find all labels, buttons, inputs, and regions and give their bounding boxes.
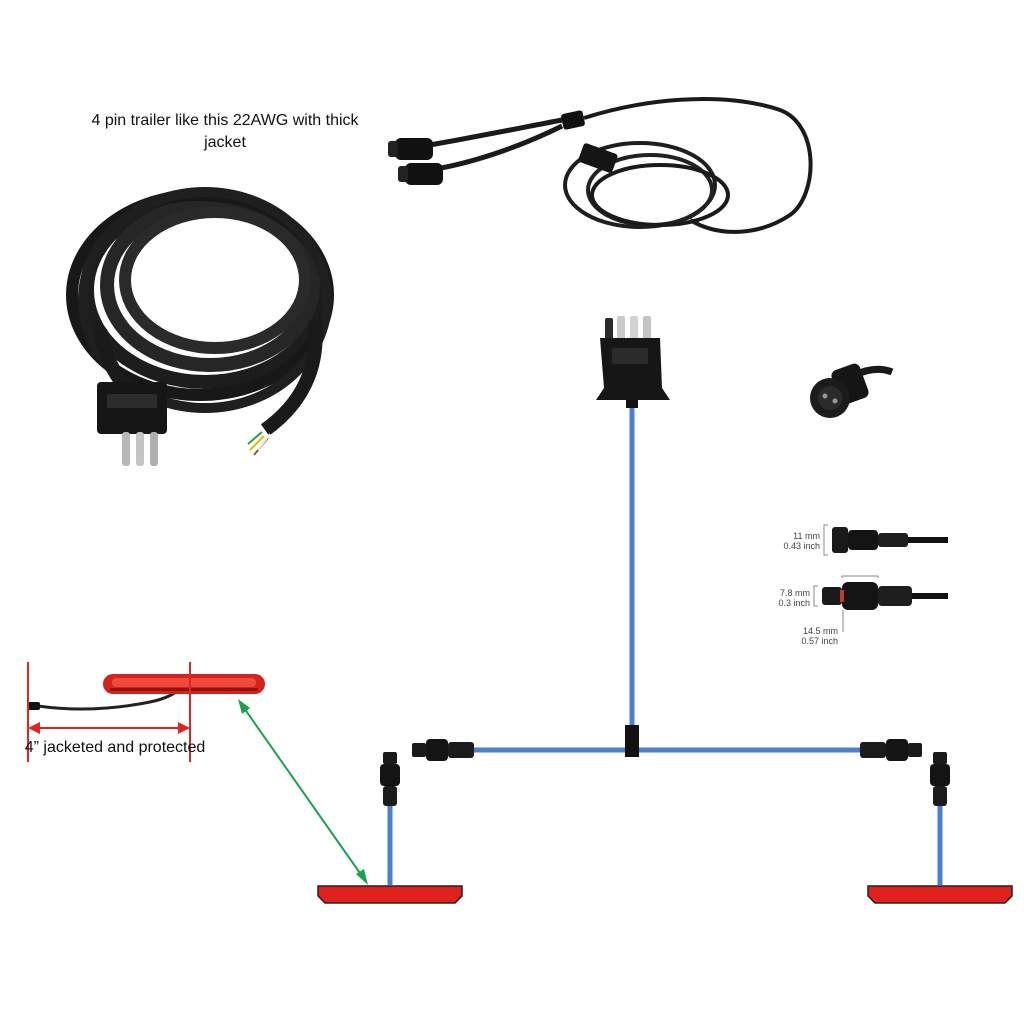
- dimension-11mm-value: 11 mm: [793, 531, 820, 541]
- four-pin-plug-icon: [596, 316, 670, 408]
- dimension-11mm-inch: 0.43 inch: [783, 541, 820, 551]
- waterproof-connector-drop-left: [380, 752, 400, 806]
- waterproof-connector-right: [860, 739, 922, 761]
- light-bar-right: [867, 885, 1013, 904]
- waterproof-connector-icon: [810, 363, 894, 418]
- length-dimension-marker: [27, 662, 191, 762]
- trailer-cable-coil-icon: [66, 187, 334, 466]
- dimension-11mm: 11 mm 0.43 inch: [760, 531, 820, 551]
- dimension-14-5mm: 14.5 mm 0.57 inch: [778, 626, 838, 646]
- waterproof-connector-left: [412, 739, 474, 761]
- y-splitter-cable-icon: [388, 96, 813, 234]
- dimension-7-8mm-value: 7.8 mm: [779, 588, 810, 598]
- light-bar-left: [317, 885, 463, 904]
- relation-arrow: [238, 699, 368, 885]
- dimension-7-8mm: 7.8 mm 0.3 inch: [750, 588, 810, 608]
- waterproof-connector-drop-right: [930, 752, 950, 806]
- dimension-14-5mm-value: 14.5 mm: [802, 626, 838, 636]
- junction-block: [625, 725, 639, 757]
- led-light-bar-icon: [28, 674, 265, 711]
- dimension-7-8mm-inch: 0.3 inch: [778, 598, 810, 608]
- dimension-14-5mm-inch: 0.57 inch: [801, 636, 838, 646]
- jacket-caption: 4” jacketed and protected: [24, 739, 206, 756]
- trailer-caption: 4 pin trailer like this 22AWG with thick…: [91, 112, 359, 151]
- connector-dimension-icon: [813, 524, 948, 632]
- wire-harness: [387, 405, 943, 885]
